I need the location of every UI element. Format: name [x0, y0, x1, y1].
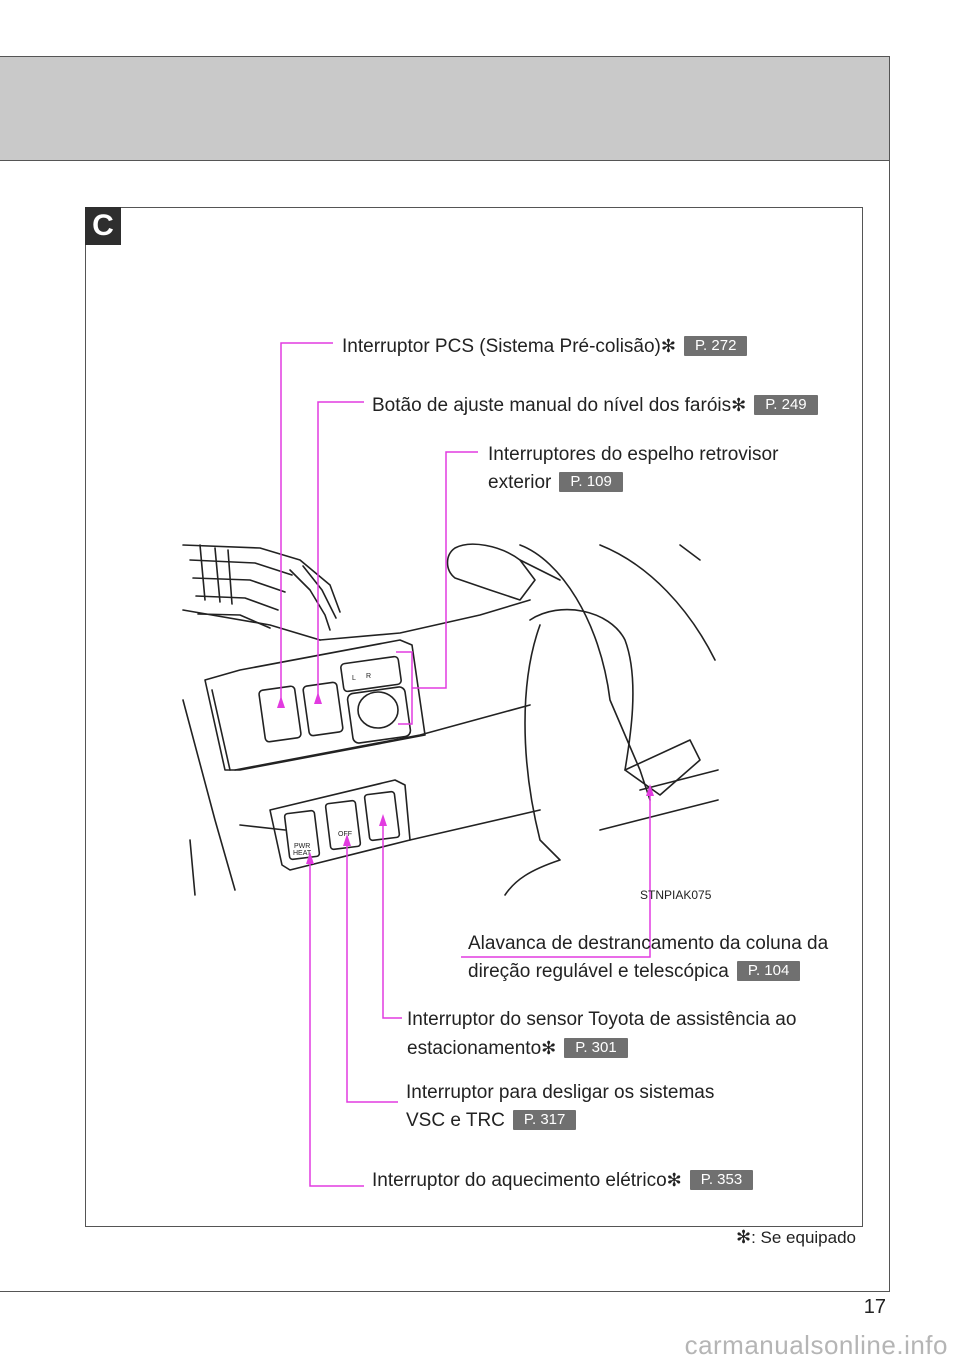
- pwr-heat-label-2: HEAT: [293, 850, 312, 857]
- page-number: 17: [863, 1296, 886, 1318]
- switch-panel: [204, 639, 426, 771]
- callout-steering-line-1: Alavanca de destrancamento da coluna da: [468, 933, 829, 954]
- mirror-joystick: [357, 691, 399, 729]
- lower-switch-panel: [269, 779, 411, 871]
- tilt-lever: [624, 739, 701, 796]
- steering-wheel-rim: [519, 544, 651, 801]
- callout-vsc-trc: Interruptor para desligar os sistemas VS…: [406, 1079, 714, 1135]
- wiper-stalk: [446, 543, 536, 601]
- page-ref-badge[interactable]: P. 301: [564, 1038, 628, 1058]
- watermark: carmanualsonline.info: [684, 1330, 948, 1360]
- mirror-joystick-frame: [346, 686, 412, 744]
- vent-outline: [182, 544, 341, 613]
- leader-vsc: [346, 840, 398, 1103]
- section-badge: C: [85, 207, 121, 245]
- content-box: [85, 207, 863, 1227]
- callout-mirror: Interruptores do espelho retrovisor exte…: [488, 441, 778, 497]
- leader-headlight: [317, 401, 364, 698]
- headlight-dial: [302, 681, 344, 737]
- mirror-lr-selector: [340, 655, 402, 693]
- page-ref-badge[interactable]: P. 272: [683, 336, 748, 356]
- leader-mirror-bracket: [396, 651, 413, 725]
- pwr-heat-switch: [283, 809, 321, 861]
- header-band: [0, 57, 889, 161]
- vsc-off-switch: [324, 799, 362, 851]
- page-ref-badge[interactable]: P. 317: [512, 1110, 577, 1130]
- callout-steering-lock: Alavanca de destrancamento da coluna da …: [468, 930, 828, 986]
- figure-code: STNPIAK075: [640, 888, 712, 902]
- footnote: ✻: Se equipado: [0, 1227, 856, 1248]
- leader-mirror: [412, 451, 478, 689]
- callout-pwr-heat-text: Interruptor do aquecimento elétrico: [372, 1170, 667, 1191]
- leader-parking-sensor: [382, 820, 402, 1019]
- callout-headlight-text: Botão de ajuste manual do nível dos faró…: [372, 395, 732, 416]
- callout-pwr-heat: Interruptor do aquecimento elétrico✻ P. 3…: [372, 1166, 754, 1195]
- callout-headlight-level: Botão de ajuste manual do nível dos faró…: [372, 391, 818, 420]
- callout-mirror-line-1: Interruptores do espelho retrovisor: [488, 444, 779, 465]
- pcs-switch: [258, 685, 302, 743]
- leader-pwr-heat: [309, 858, 364, 1187]
- parking-sensor-switch: [363, 790, 401, 842]
- page-ref-badge[interactable]: P. 353: [689, 1170, 754, 1190]
- mirror-r-label: R: [366, 673, 371, 680]
- callout-steering-line-2: direção regulável e telescópica: [468, 961, 729, 982]
- page-ref-badge[interactable]: P. 249: [754, 395, 818, 415]
- callout-vsc-line-2: VSC e TRC: [406, 1110, 505, 1131]
- leader-pcs: [280, 342, 333, 702]
- star-icon: ✻: [660, 336, 676, 356]
- steering-column: [504, 624, 561, 896]
- star-icon: ✻: [735, 1227, 752, 1247]
- callout-parking-line-2: estacionamento: [407, 1038, 542, 1059]
- star-icon: ✻: [731, 395, 747, 415]
- page-frame: [0, 56, 890, 1292]
- star-icon: ✻: [541, 1038, 557, 1058]
- leader-steering-lock: [461, 790, 651, 958]
- callout-mirror-line-2: exterior: [488, 472, 552, 493]
- footnote-text: : Se equipado: [751, 1228, 856, 1247]
- pwr-heat-label-1: PWR: [294, 843, 310, 850]
- mirror-l-label: L: [352, 675, 356, 682]
- callout-parking-line-1: Interruptor do sensor Toyota de assistên…: [407, 1009, 797, 1030]
- page-ref-badge[interactable]: P. 109: [559, 472, 623, 492]
- callout-pcs-text: Interruptor PCS (Sistema Pré-colisão): [342, 336, 661, 357]
- page-ref-badge[interactable]: P. 104: [736, 961, 801, 981]
- callout-parking-sensor: Interruptor do sensor Toyota de assistên…: [407, 1006, 796, 1063]
- star-icon: ✻: [666, 1170, 682, 1190]
- callout-vsc-line-1: Interruptor para desligar os sistemas: [406, 1082, 715, 1103]
- vsc-off-label: OFF: [338, 831, 352, 838]
- callout-pcs: Interruptor PCS (Sistema Pré-colisão)✻ P.…: [342, 332, 748, 361]
